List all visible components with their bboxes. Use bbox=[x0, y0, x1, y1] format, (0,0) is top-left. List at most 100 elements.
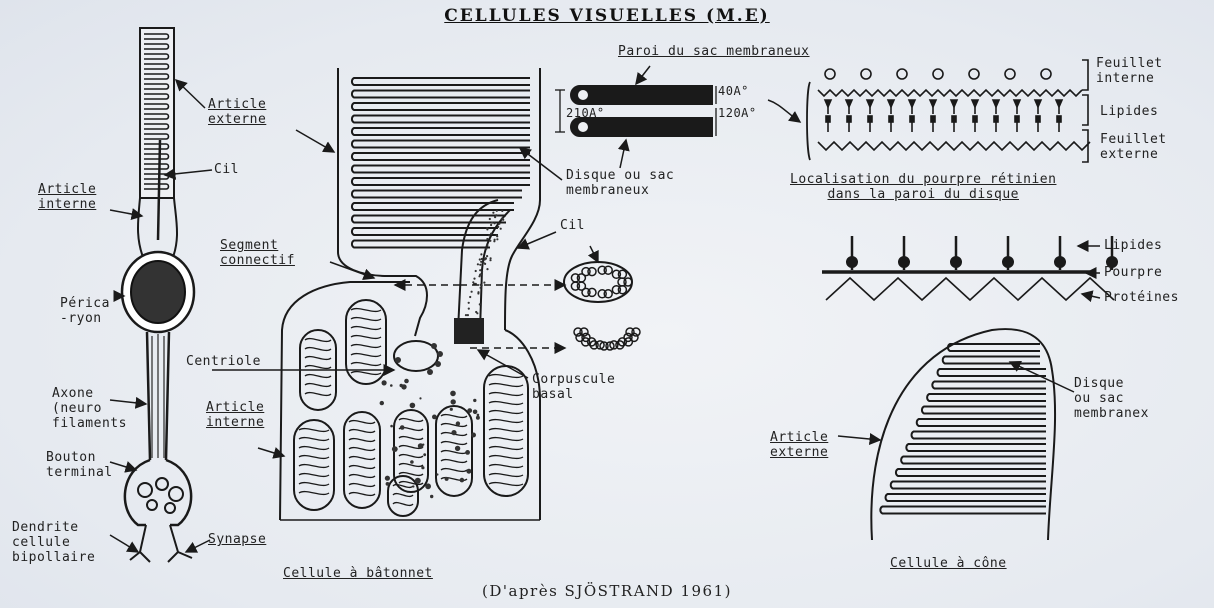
bouton-terminal-label: Bouton terminal bbox=[46, 450, 113, 480]
cone-cell-caption: Cellule à cône bbox=[890, 556, 1007, 571]
cone-disc bbox=[880, 507, 1046, 514]
cone-disc bbox=[886, 494, 1046, 501]
protein-circle bbox=[1005, 69, 1015, 79]
synapse-label: Synapse bbox=[208, 532, 266, 547]
lipid-head bbox=[930, 100, 936, 107]
rod-disc bbox=[352, 228, 498, 235]
feuillet-externe-label: Feuillet externe bbox=[1100, 132, 1167, 162]
protein-circle bbox=[825, 69, 835, 79]
cone-disc bbox=[943, 357, 1040, 364]
figure-credit: (D'après SJÖSTRAND 1961) bbox=[0, 582, 1214, 600]
mitochondrion bbox=[346, 300, 386, 384]
lipid-head bbox=[952, 116, 956, 122]
cone-article-externe-label: Article externe bbox=[770, 430, 828, 460]
lipid-head bbox=[1003, 257, 1013, 267]
mitochondrion-cristae bbox=[349, 421, 375, 496]
pigment-layer-drawing bbox=[807, 60, 1090, 162]
cone-disc bbox=[948, 344, 1040, 351]
cone-disc bbox=[938, 369, 1046, 376]
rod-disc bbox=[352, 91, 530, 98]
cone-cell-drawing bbox=[871, 329, 1055, 540]
zigzag-layer bbox=[818, 90, 1082, 96]
microtubule-doublet bbox=[618, 286, 626, 294]
lipid-head bbox=[1056, 100, 1062, 107]
lipid-head bbox=[951, 100, 957, 107]
lipid-head bbox=[888, 100, 894, 107]
disque-label: Disque ou sac membraneux bbox=[566, 168, 674, 198]
rod-disc bbox=[352, 116, 530, 123]
rod-article-externe-label: Article externe bbox=[208, 97, 266, 127]
lipid-head bbox=[993, 100, 999, 107]
segment-connectif-label: Segment connectif bbox=[220, 238, 295, 268]
microtubule-doublet bbox=[588, 288, 596, 296]
lipid-head bbox=[1014, 100, 1020, 107]
axone-label: Axone (neuro filaments bbox=[52, 386, 127, 431]
cone-disc bbox=[922, 407, 1046, 414]
protein-lipides-label: Lipides bbox=[1104, 238, 1162, 253]
rod-disc bbox=[352, 128, 530, 135]
pericaryon-label: Périca -ryon bbox=[60, 296, 110, 326]
rod-disc bbox=[352, 78, 530, 85]
lipid-head bbox=[973, 116, 977, 122]
lipid-head bbox=[909, 100, 915, 107]
lipid-head bbox=[846, 100, 852, 107]
lipid-head bbox=[826, 116, 830, 122]
detail-cil-label: Cil bbox=[560, 218, 585, 233]
lipid-head bbox=[847, 257, 857, 267]
lipid-head bbox=[867, 100, 873, 107]
zigzag-layer bbox=[818, 142, 1090, 150]
rod-disc bbox=[352, 178, 530, 185]
mitochondrion-cristae bbox=[305, 339, 331, 396]
cone-disc bbox=[896, 469, 1046, 476]
protein-circle bbox=[1041, 69, 1051, 79]
lipid-head bbox=[1036, 116, 1040, 122]
pigment-lipides-label: Lipides bbox=[1100, 104, 1158, 119]
lipid-head bbox=[847, 116, 851, 122]
microtubule-doublet bbox=[604, 266, 612, 274]
lipid-head bbox=[931, 116, 935, 122]
cone-disque-label: Disque ou sac membranex bbox=[1074, 376, 1149, 421]
cone-disc bbox=[917, 419, 1046, 426]
lipid-head bbox=[994, 116, 998, 122]
protein-circle bbox=[897, 69, 907, 79]
dim-40-label: 40A° bbox=[718, 84, 749, 99]
rod-cell-caption: Cellule à bâtonnet bbox=[283, 566, 433, 581]
corpuscule-basal-label: Corpuscule basal bbox=[532, 372, 615, 402]
lipid-head bbox=[1057, 116, 1061, 122]
mitochondrion-cristae bbox=[489, 375, 523, 486]
lipid-head bbox=[972, 100, 978, 107]
rod-disc bbox=[352, 216, 506, 223]
protein-circle bbox=[933, 69, 943, 79]
lipid-head bbox=[951, 257, 961, 267]
microtubule-doublet bbox=[577, 282, 585, 290]
lipid-head bbox=[910, 116, 914, 122]
lipid-head bbox=[1015, 116, 1019, 122]
microtubule-doublet bbox=[604, 290, 612, 298]
lipid-head bbox=[1055, 257, 1065, 267]
proteines-label: Protéines bbox=[1104, 290, 1179, 305]
rod-disc bbox=[352, 191, 522, 198]
protein-circle bbox=[861, 69, 871, 79]
dim-210-label: 210A° bbox=[566, 106, 605, 121]
mitochondrion-cristae bbox=[441, 415, 467, 481]
rod-article-interne-label: Article interne bbox=[38, 182, 96, 212]
cone-disc bbox=[932, 382, 1046, 389]
detail-article-interne-label: Article interne bbox=[206, 400, 264, 430]
microtubule-doublet bbox=[588, 268, 596, 276]
protein-zigzag bbox=[826, 278, 1114, 300]
cilium-cross-sections bbox=[564, 262, 640, 350]
lipid-head bbox=[825, 100, 831, 107]
feuillet-interne-label: Feuillet interne bbox=[1096, 56, 1163, 86]
mitochondrion-cristae bbox=[393, 485, 413, 506]
figure-title: CELLULES VISUELLES (M.E) bbox=[0, 6, 1214, 26]
lipid-head bbox=[899, 257, 909, 267]
rod-disc bbox=[352, 203, 514, 210]
dim-120-label: 120A° bbox=[718, 106, 757, 121]
pigment-caption: Localisation du pourpre rétinien dans la… bbox=[790, 172, 1056, 202]
dendrite-label: Dendrite cellule bipollaire bbox=[12, 520, 95, 565]
pourpre-label: Pourpre bbox=[1104, 265, 1162, 280]
protein-circle bbox=[969, 69, 979, 79]
rod-cil-label: Cil bbox=[214, 162, 239, 177]
